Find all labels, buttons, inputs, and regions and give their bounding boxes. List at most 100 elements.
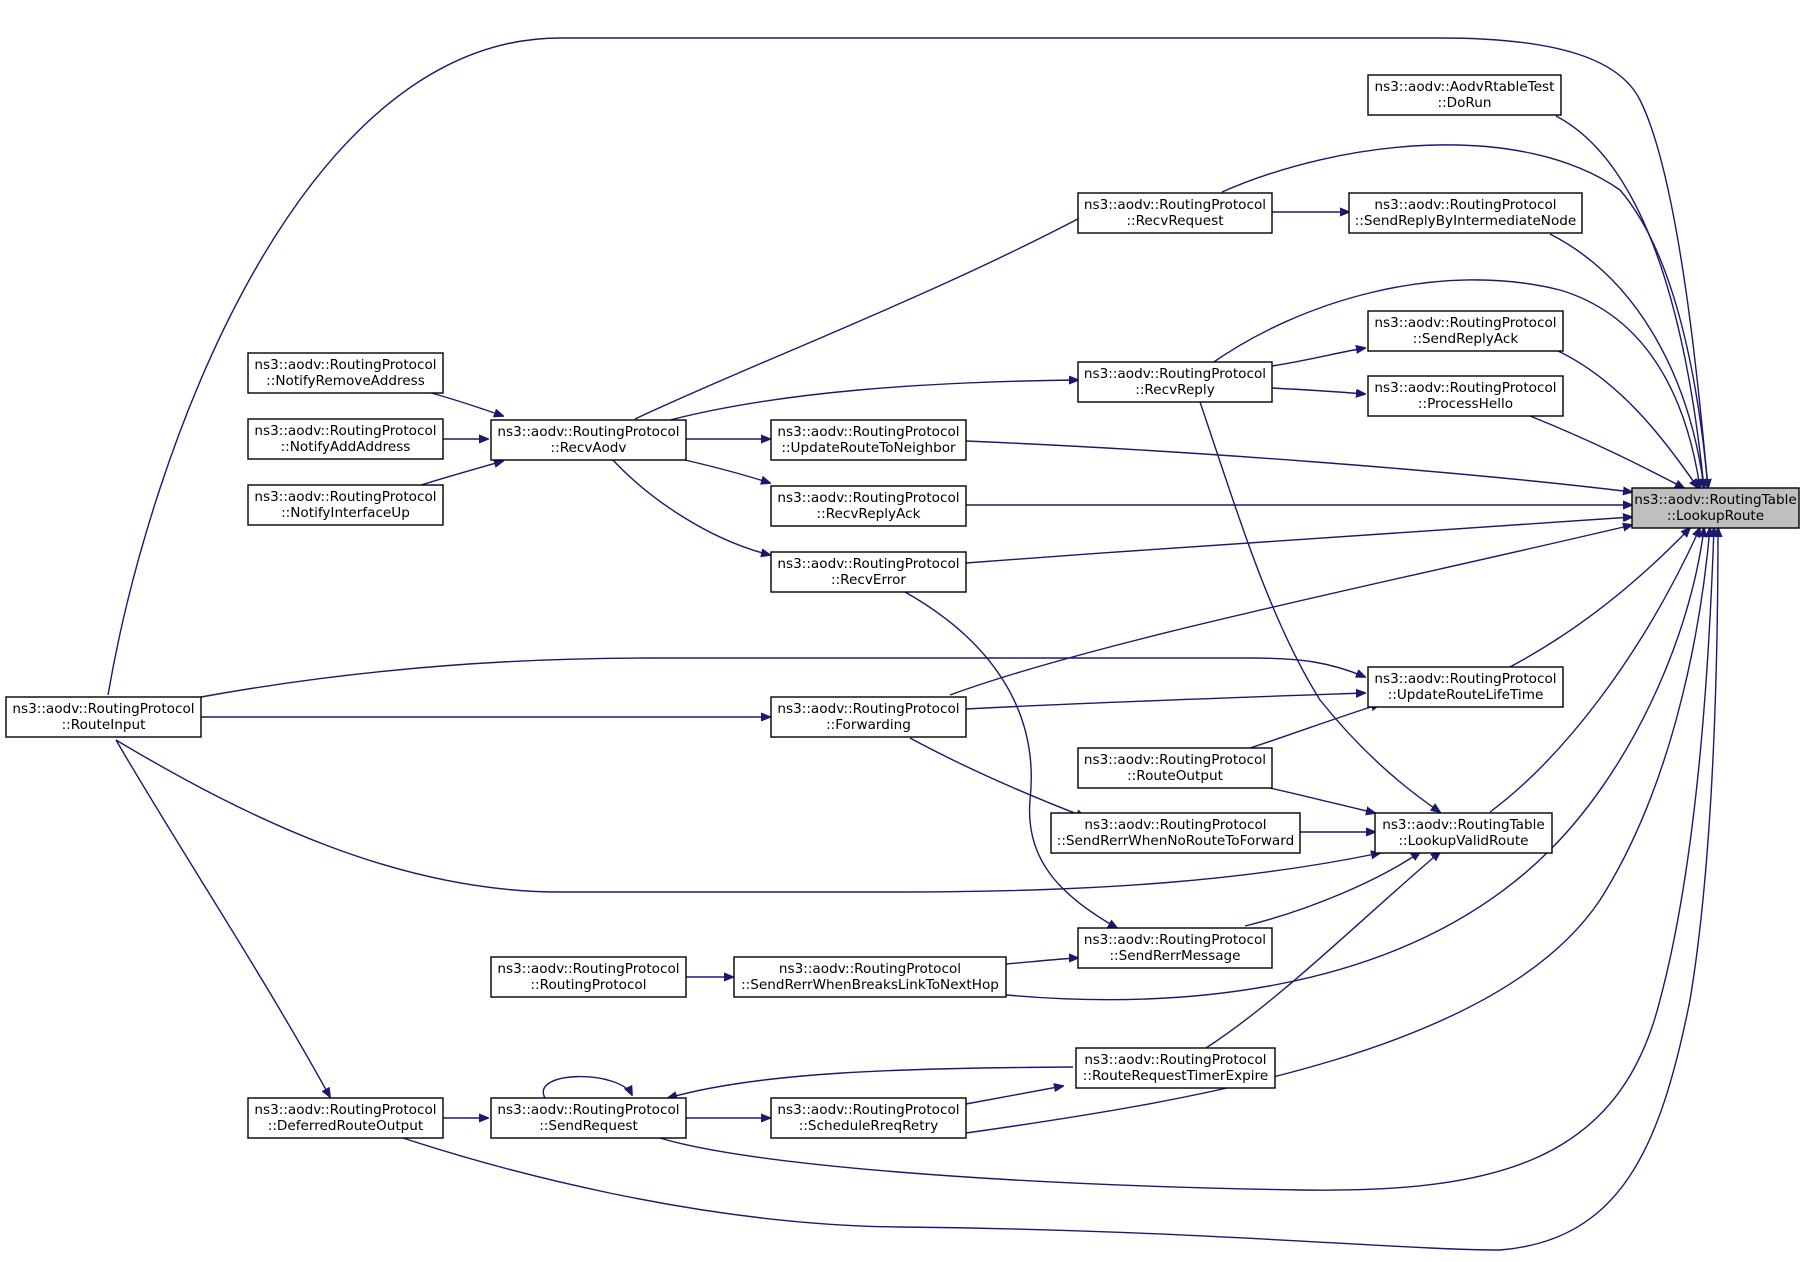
- node-sendrerrmessage[interactable]: ns3::aodv::RoutingProtocol ::SendRerrMes…: [1077, 927, 1273, 969]
- node-notifyinterfaceup[interactable]: ns3::aodv::RoutingProtocol ::NotifyInter…: [247, 484, 444, 526]
- node-sendreplybyintermediatenode[interactable]: ns3::aodv::RoutingProtocol ::SendReplyBy…: [1348, 192, 1583, 234]
- node-label-line2: ::UpdateRouteLifeTime: [1388, 687, 1544, 703]
- node-label-line1: ns3::aodv::RoutingProtocol: [1084, 1052, 1266, 1068]
- node-label-line1: ns3::aodv::RoutingProtocol: [254, 1102, 436, 1118]
- node-recverror[interactable]: ns3::aodv::RoutingProtocol ::RecvError: [770, 551, 967, 593]
- node-label-line1: ns3::aodv::RoutingProtocol: [254, 423, 436, 439]
- node-label-line1: ns3::aodv::RoutingProtocol: [777, 1102, 959, 1118]
- edge-recvreply-to-processhello: [1271, 387, 1365, 394]
- node-recvaodv[interactable]: ns3::aodv::RoutingProtocol ::RecvAodv: [490, 419, 687, 461]
- node-label-line1: ns3::aodv::RoutingProtocol: [779, 961, 961, 977]
- node-label-line1: ns3::aodv::RoutingTable: [1382, 817, 1545, 833]
- node-label-line1: ns3::aodv::RoutingProtocol: [1374, 197, 1556, 213]
- node-label-line2: ::SendRerrMessage: [1109, 948, 1240, 964]
- node-label-line2: ::UpdateRouteToNeighbor: [781, 440, 956, 456]
- node-label-line1: ns3::aodv::RoutingProtocol: [497, 424, 679, 440]
- node-updateroutetoneighbor[interactable]: ns3::aodv::RoutingProtocol ::UpdateRoute…: [770, 419, 967, 461]
- edge-rreqtimer-to-lookupvalid: [1205, 852, 1440, 1049]
- node-label-line2: ::RecvReply: [1135, 382, 1215, 398]
- edge-updatelifetime-to-lookuproute: [1507, 528, 1690, 669]
- edge-updateneighbor-to-lookuproute: [965, 440, 1632, 492]
- edge-notifyifaceup-to-recvaodv: [420, 461, 503, 486]
- node-label-line2: ::SendRerrWhenNoRouteToForward: [1057, 833, 1295, 849]
- edge-processhello-to-lookuproute: [1529, 415, 1684, 488]
- node-label-line1: ns3::aodv::RoutingProtocol: [254, 357, 436, 373]
- edge-sendreplyack-to-lookuproute: [1555, 349, 1698, 488]
- node-label-line1: ns3::aodv::RoutingProtocol: [1374, 671, 1556, 687]
- node-sendrequest[interactable]: ns3::aodv::RoutingProtocol ::SendRequest: [490, 1097, 687, 1139]
- node-label-line1: ns3::aodv::RoutingProtocol: [1374, 315, 1556, 331]
- edge-deferred-to-lookuproute: [399, 528, 1718, 1251]
- node-label-line2: ::Forwarding: [826, 717, 911, 733]
- node-recvrequest[interactable]: ns3::aodv::RoutingProtocol ::RecvRequest: [1077, 192, 1273, 234]
- edge-recvaodv-to-recverror: [611, 458, 770, 555]
- node-label-line1: ns3::aodv::RoutingProtocol: [1374, 380, 1556, 396]
- edge-sendreplyinter-to-lookuproute: [1549, 233, 1704, 488]
- node-label-line2: ::RecvReplyAck: [817, 506, 921, 522]
- node-label-line2: ::RecvAodv: [551, 440, 627, 456]
- node-label-line2: ::DeferredRouteOutput: [268, 1118, 423, 1134]
- node-sendreplyack[interactable]: ns3::aodv::RoutingProtocol ::SendReplyAc…: [1367, 310, 1564, 352]
- edge-routeinput-to-deferred: [115, 739, 330, 1097]
- edge-recvaodv-to-recvreply: [669, 380, 1078, 421]
- edge-recvreply-to-lookuproute: [1207, 279, 1700, 488]
- edge-rreqtimer-to-sendrequest: [668, 1066, 1074, 1098]
- node-label-line1: ns3::aodv::RoutingProtocol: [1084, 366, 1266, 382]
- edge-recvreply-to-lookupvalid: [1199, 401, 1440, 812]
- node-label-line1: ns3::aodv::RoutingProtocol: [12, 701, 194, 717]
- node-label-line1: ns3::aodv::RoutingProtocol: [497, 1102, 679, 1118]
- node-sendrerrwhennoroutetoforward[interactable]: ns3::aodv::RoutingProtocol ::SendRerrWhe…: [1050, 812, 1301, 854]
- edge-forwarding-to-sendrerrnoroute: [909, 737, 1085, 817]
- node-processhello[interactable]: ns3::aodv::RoutingProtocol ::ProcessHell…: [1367, 375, 1564, 417]
- node-routingprotocol-ctor[interactable]: ns3::aodv::RoutingProtocol ::RoutingProt…: [490, 956, 687, 998]
- node-label-line2: ::ProcessHello: [1418, 396, 1513, 412]
- edge-routeinput-to-lookupvalid: [115, 739, 1380, 893]
- node-label-line2: ::RoutingProtocol: [530, 977, 646, 993]
- node-notifyaddaddress[interactable]: ns3::aodv::RoutingProtocol ::NotifyAddAd…: [247, 418, 444, 460]
- edge-sendrequest-to-lookuproute: [659, 528, 1714, 1191]
- node-label-line2: ::SendReplyByIntermediateNode: [1355, 213, 1577, 229]
- edge-dorun-to-lookuproute: [1555, 115, 1704, 488]
- node-sendrerrwhenbreakslinktonexthop[interactable]: ns3::aodv::RoutingProtocol ::SendRerrWhe…: [733, 956, 1007, 998]
- node-forwarding[interactable]: ns3::aodv::RoutingProtocol ::Forwarding: [770, 696, 967, 738]
- node-notifyremoveaddress[interactable]: ns3::aodv::RoutingProtocol ::NotifyRemov…: [247, 352, 444, 394]
- edge-forwarding-to-updatelifetime: [965, 693, 1365, 710]
- edge-notifyremove-to-recvaodv: [420, 389, 503, 416]
- node-label-line1: ns3::aodv::RoutingProtocol: [777, 556, 959, 572]
- node-label-line1: ns3::aodv::RoutingProtocol: [1084, 932, 1266, 948]
- node-routeoutput[interactable]: ns3::aodv::RoutingProtocol ::RouteOutput: [1077, 747, 1273, 789]
- node-label-line1: ns3::aodv::RoutingProtocol: [777, 490, 959, 506]
- node-routerequesttimerexpire[interactable]: ns3::aodv::RoutingProtocol ::RouteReques…: [1075, 1047, 1276, 1089]
- node-label-line1: ns3::aodv::RoutingProtocol: [1084, 197, 1266, 213]
- node-lookupvalidroute[interactable]: ns3::aodv::RoutingTable ::LookupValidRou…: [1374, 812, 1553, 854]
- node-recvreply[interactable]: ns3::aodv::RoutingProtocol ::RecvReply: [1077, 361, 1273, 403]
- node-lookuproute[interactable]: ns3::aodv::RoutingTable ::LookupRoute: [1631, 487, 1800, 529]
- node-label-line2: ::RecvError: [831, 572, 906, 588]
- node-label-line2: ::NotifyAddAddress: [281, 439, 411, 455]
- edge-recvaodv-to-recvrequest: [634, 198, 1117, 420]
- node-aodvrtabletest-dorun[interactable]: ns3::aodv::AodvRtableTest ::DoRun: [1367, 74, 1562, 116]
- node-label-line1: ns3::aodv::RoutingTable: [1634, 492, 1797, 508]
- node-label-line2: ::ScheduleRreqRetry: [799, 1118, 939, 1134]
- node-label-line1: ns3::aodv::RoutingProtocol: [497, 961, 679, 977]
- node-label-line2: ::RecvRequest: [1126, 213, 1223, 229]
- edge-routeinput-to-updatelifetime: [200, 657, 1365, 698]
- node-label-line2: ::SendRequest: [539, 1118, 638, 1134]
- node-updateroutelifetime[interactable]: ns3::aodv::RoutingProtocol ::UpdateRoute…: [1367, 666, 1564, 708]
- node-label-line2: ::SendReplyAck: [1413, 331, 1519, 347]
- node-recvreplyack[interactable]: ns3::aodv::RoutingProtocol ::RecvReplyAc…: [770, 485, 967, 527]
- edge-recverror-to-sendrerrmsg: [904, 591, 1117, 928]
- node-label-line1: ns3::aodv::RoutingProtocol: [777, 701, 959, 717]
- node-deferredrouteoutput[interactable]: ns3::aodv::RoutingProtocol ::DeferredRou…: [247, 1097, 444, 1139]
- edge-recverror-to-lookuproute: [965, 517, 1632, 564]
- edge-schedulerreq-to-rreqtimer: [965, 1086, 1063, 1105]
- edge-sendrequest-self: [542, 1075, 632, 1099]
- node-label-line2: ::NotifyInterfaceUp: [281, 505, 410, 521]
- edge-recvaodv-to-recvreplyack: [684, 459, 770, 483]
- node-schedulerreqretry[interactable]: ns3::aodv::RoutingProtocol ::ScheduleRre…: [770, 1097, 967, 1139]
- node-routeinput[interactable]: ns3::aodv::RoutingProtocol ::RouteInput: [5, 696, 202, 738]
- edge-recvrequest-to-lookuproute: [1221, 144, 1708, 488]
- edge-routeinput-to-lookuproute: [107, 37, 1708, 696]
- node-label-line1: ns3::aodv::RoutingProtocol: [777, 424, 959, 440]
